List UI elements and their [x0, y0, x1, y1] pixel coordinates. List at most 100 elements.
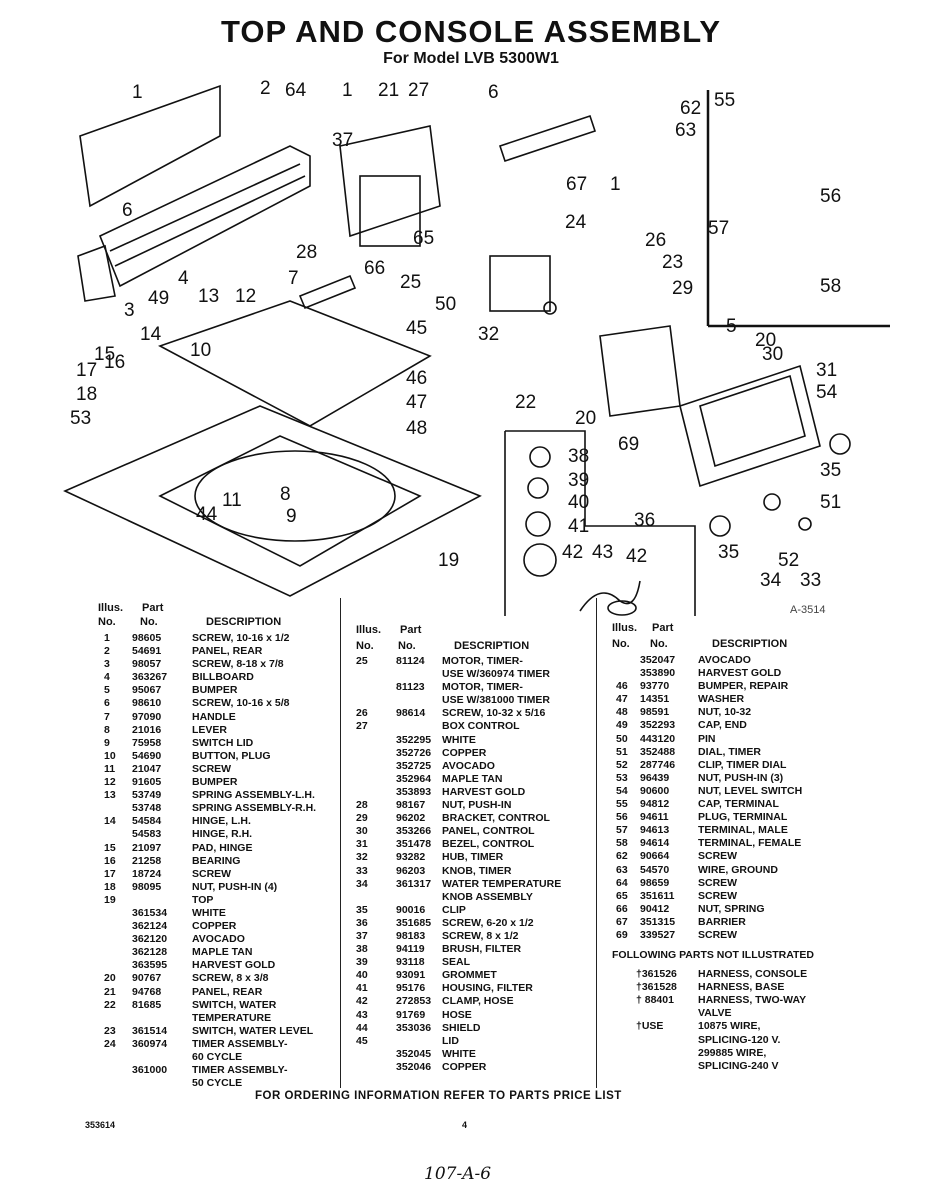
callout-label: 12: [235, 286, 256, 307]
illus-number: 11: [104, 762, 116, 775]
part-description: PAD, HINGE: [192, 841, 253, 854]
part-description: PIN: [698, 732, 716, 745]
header-part: Part: [400, 624, 422, 636]
illus-number: 58: [616, 837, 628, 850]
part-number: †361526: [636, 968, 677, 981]
header-illus: Illus.: [98, 602, 124, 614]
part-number: 93282: [396, 851, 426, 864]
callout-label: 20: [755, 330, 776, 351]
part-description: BUMPER: [192, 776, 238, 789]
part-number: 352047: [640, 654, 676, 666]
part-number: 54584: [132, 815, 162, 828]
part-number: 352725: [396, 759, 432, 772]
illus-number: 41: [356, 982, 368, 995]
table-row: 60 CYCLE: [98, 1051, 340, 1064]
part-description: SCREW, 10-16 x 1/2: [192, 632, 290, 644]
part-number: 363267: [132, 671, 168, 684]
part-number: 90412: [640, 902, 670, 915]
part-description: SCREW, 10-32 x 5/16: [442, 707, 546, 720]
part-number: 81123: [396, 681, 425, 694]
part-number: 352488: [640, 745, 676, 758]
part-description: HOSE: [442, 1008, 472, 1021]
table-row: 353890 HARVEST GOLD: [612, 667, 852, 680]
control-box-shape: [339, 125, 441, 238]
illus-number: 4: [104, 671, 110, 684]
part-description: HARVEST GOLD: [698, 667, 782, 680]
table-header: Illus. Part No. No. DESCRIPTION: [98, 602, 340, 632]
table-row: KNOB ASSEMBLY: [356, 891, 596, 904]
part-description: BUTTON, PLUG: [192, 749, 271, 762]
callout-label: 41: [568, 516, 589, 537]
part-description: BARRIER: [698, 915, 746, 928]
part-description: WHITE: [442, 1047, 476, 1060]
illus-number: 62: [616, 850, 628, 863]
part-number: 352726: [396, 746, 432, 759]
lid-shape: [158, 300, 432, 427]
part-number: 98614: [396, 707, 426, 720]
part-description: CLIP: [442, 903, 466, 916]
part-description: PLUG, TERMINAL: [698, 811, 788, 824]
callout-label: 24: [565, 212, 587, 233]
callout-label: 6: [122, 200, 133, 221]
illus-number: 56: [616, 811, 628, 824]
part-number: 351611: [640, 889, 675, 902]
top-shape: [63, 405, 482, 597]
part-number: 272853: [396, 995, 432, 1008]
part-description: CLAMP, HOSE: [442, 995, 514, 1008]
part-number: 98659: [640, 876, 670, 889]
part-description: NUT, SPRING: [698, 902, 765, 915]
part-description: USE W/360974 TIMER: [442, 668, 550, 681]
illus-number: 25: [356, 655, 368, 667]
part-number: 353890: [640, 667, 676, 680]
part-number: 360974: [132, 1037, 168, 1050]
callout-label: 52: [778, 550, 799, 571]
callout-label: 21: [378, 80, 399, 101]
callout-label: 39: [568, 470, 589, 491]
part-description: NUT, PUSH-IN: [442, 799, 512, 812]
callout-label: 16: [104, 352, 125, 373]
part-description: PANEL, CONTROL: [442, 825, 535, 838]
part-number: 21258: [132, 854, 162, 867]
part-description: SPLICING-120 V.: [698, 1033, 781, 1046]
illus-number: 33: [356, 864, 368, 877]
part-number: 54583: [132, 828, 162, 841]
table-row: USE W/360974 TIMER: [356, 668, 596, 681]
callout-label: 69: [618, 434, 639, 455]
control-bracket-shape: [599, 325, 681, 417]
callout-label: 42: [562, 542, 583, 563]
callout-label: 15: [94, 344, 115, 365]
callout-label: 46: [406, 368, 427, 389]
callout-label: 3: [124, 300, 135, 321]
callout-label: 38: [568, 446, 589, 467]
part-description: SCREW, 8 x 1/2: [442, 929, 519, 942]
part-description: 60 CYCLE: [192, 1051, 243, 1063]
illus-number: 24: [104, 1037, 116, 1050]
part-description: HARVEST GOLD: [442, 785, 526, 798]
table-row: SPLICING-240 V: [612, 1060, 852, 1073]
callout-label: 40: [568, 492, 589, 513]
